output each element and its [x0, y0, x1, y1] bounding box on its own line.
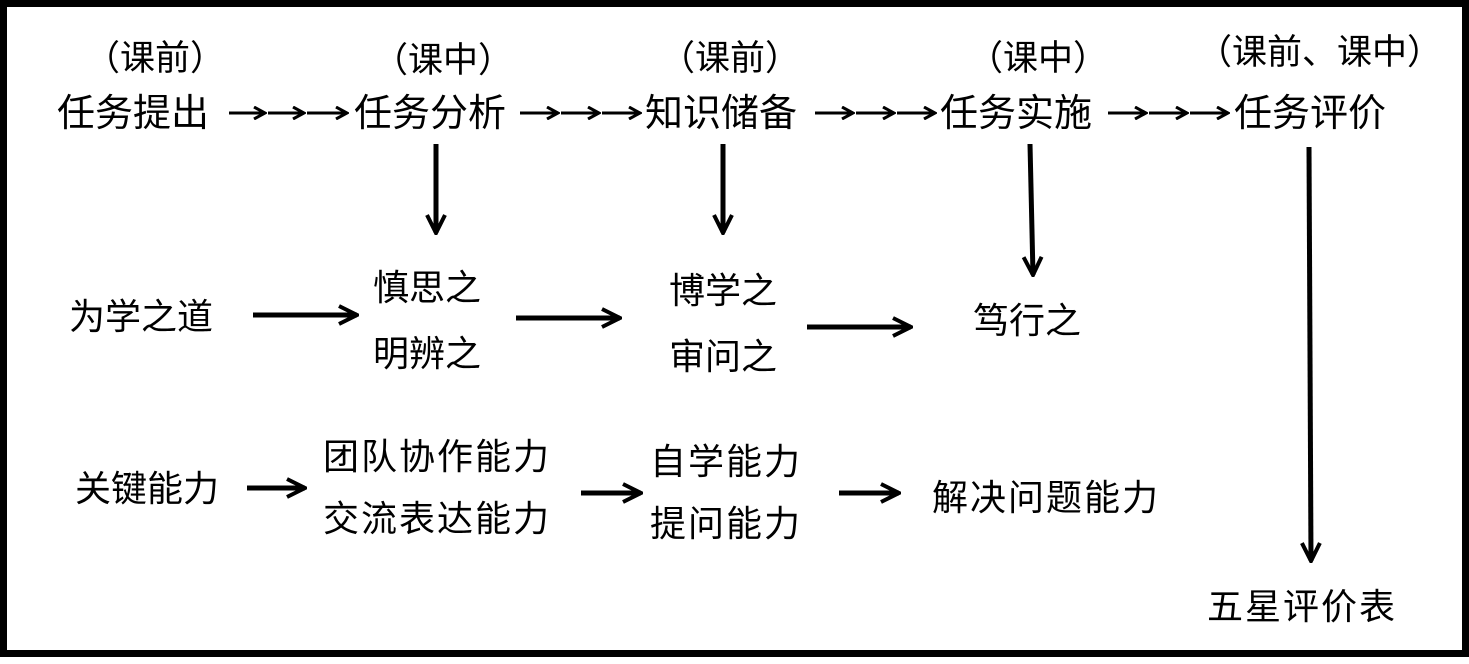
learning-step-2-line-1: 博学之 — [669, 271, 778, 312]
stage-1-phase: （课前） — [85, 39, 226, 79]
learning-step-3: 笃行之 — [973, 301, 1082, 342]
learning-step-2: 博学之 审问之 — [669, 274, 777, 376]
ability-step-2-line-2: 提问能力 — [650, 504, 803, 545]
stage-5-task: 任务评价 — [1234, 91, 1387, 135]
ability-step-2: 自学能力 提问能力 — [650, 445, 802, 543]
ability-step-1: 团队协作能力 交流表达能力 — [323, 440, 551, 538]
learning-step-2-line-2: 审问之 — [669, 337, 778, 378]
stage-4-phase: （课中） — [968, 39, 1109, 79]
learning-step-1-line-2: 明辨之 — [373, 334, 482, 375]
learning-title: 为学之道 — [69, 297, 214, 338]
evaluation-label: 五星评价表 — [1207, 587, 1398, 628]
stage-2-task: 任务分析 — [354, 91, 507, 135]
ability-step-1-line-2: 交流表达能力 — [323, 499, 552, 540]
stage-2-phase: （课中） — [373, 41, 514, 81]
learning-step-1: 慎思之 明辨之 — [373, 271, 481, 373]
stage-3-task: 知识储备 — [645, 91, 798, 135]
learning-step-1-line-1: 慎思之 — [373, 268, 482, 309]
stage-5-phase: （课前、课中） — [1197, 33, 1443, 73]
stage-3-phase: （课前） — [660, 39, 801, 79]
down-arrows — [436, 143, 1311, 561]
ability-step-3: 解决问题能力 — [932, 478, 1161, 519]
stage-1-task: 任务提出 — [57, 91, 210, 135]
down-arrow — [1030, 143, 1033, 275]
down-arrow — [1309, 146, 1311, 561]
learning-arrows — [253, 315, 911, 327]
abilities-title: 关键能力 — [75, 469, 220, 510]
ability-arrows — [247, 488, 899, 493]
ability-step-2-line-1: 自学能力 — [650, 442, 803, 483]
connector-layer — [229, 7, 1469, 664]
ability-step-1-line-1: 团队协作能力 — [323, 437, 552, 478]
stage-4-task: 任务实施 — [940, 91, 1093, 135]
